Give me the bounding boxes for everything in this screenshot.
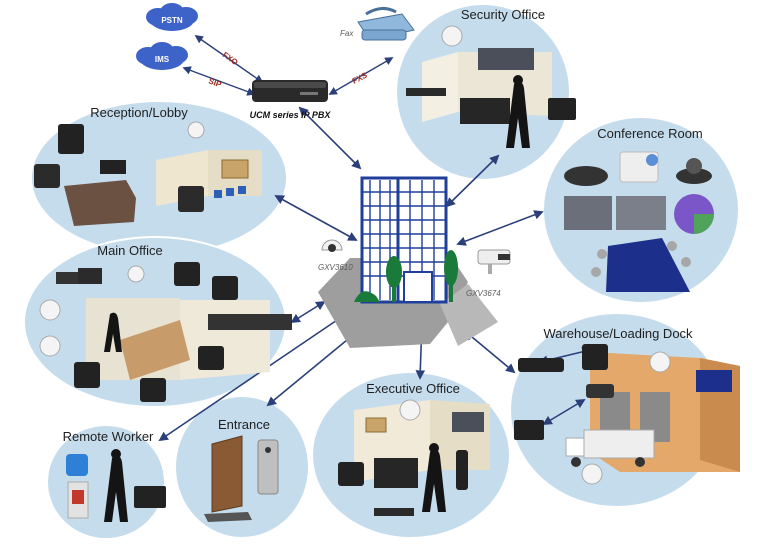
zone-title-entrance: Entrance	[218, 417, 270, 432]
entrance-scene	[204, 435, 279, 522]
pbx-label: UCM series IP PBX	[250, 110, 332, 120]
warehouse-scene	[514, 344, 740, 485]
zone-title-warehouse: Warehouse/Loading Dock	[543, 326, 693, 341]
bullet-camera-icon	[477, 249, 511, 274]
fax-icon	[357, 7, 415, 41]
central-building	[318, 176, 498, 348]
arrow-warehouse-sensor	[542, 399, 586, 425]
link-sip	[182, 66, 256, 96]
executive-office-scene	[338, 399, 490, 516]
cloud-pstn: PSTN	[146, 3, 198, 31]
camera-left-label: GXV3610	[318, 263, 353, 272]
pbx-device	[252, 80, 328, 102]
label-sip: SIP	[207, 76, 223, 89]
zone-title-conference-room: Conference Room	[597, 126, 703, 141]
conference-room-scene	[564, 151, 714, 292]
cloud-pstn-label: PSTN	[161, 16, 183, 25]
reception-lobby-scene	[34, 121, 262, 226]
cloud-ims-label: IMS	[155, 55, 170, 64]
zone-title-remote-worker: Remote Worker	[63, 429, 154, 444]
arrow-pbx-building	[298, 106, 362, 170]
security-office-scene	[406, 25, 576, 148]
camera-right-label: GXV3674	[466, 289, 501, 298]
cloud-ims: IMS	[136, 42, 188, 70]
arrow-security-building	[445, 154, 500, 208]
fax-label: Fax	[340, 29, 354, 38]
arrow-conference-building	[456, 210, 544, 246]
arrow-warehouse-building	[464, 330, 516, 374]
arrow-remote-building	[158, 312, 348, 442]
main-office-scene	[39, 262, 292, 402]
zone-title-executive-office: Executive Office	[366, 381, 460, 396]
arrow-reception-building	[274, 195, 358, 241]
dome-camera-icon	[321, 239, 343, 252]
zone-title-main-office: Main Office	[97, 243, 163, 258]
remote-worker-scene	[66, 449, 166, 522]
zone-title-reception-lobby: Reception/Lobby	[90, 105, 188, 120]
link-fxs	[328, 57, 394, 95]
arrow-mainoffice-building	[290, 300, 326, 324]
zone-title-security-office: Security Office	[461, 7, 545, 22]
